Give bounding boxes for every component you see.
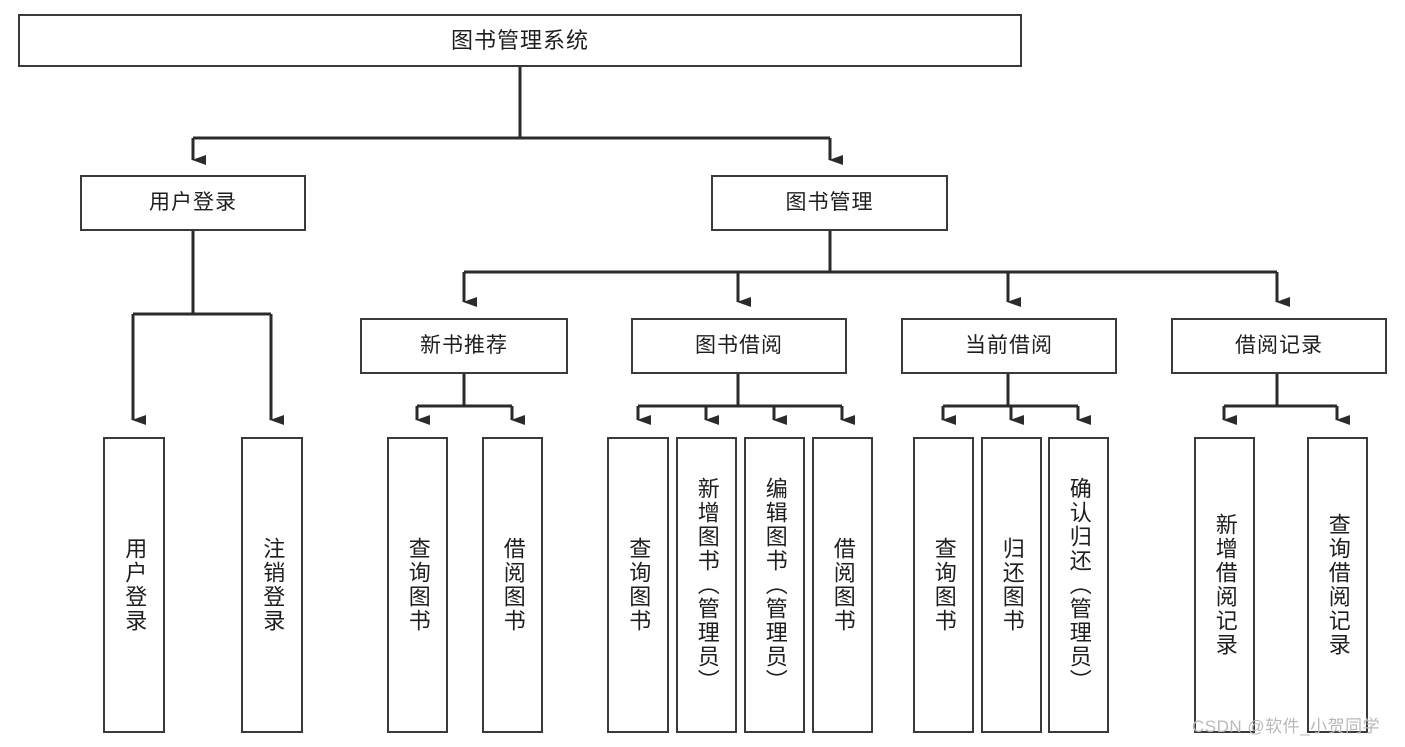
node-label: 图书管理系统	[450, 27, 589, 53]
node-label: 归还图书	[999, 537, 1025, 633]
node-label: 新书推荐	[420, 333, 508, 357]
node-leaf-query-book-3[interactable]: 查询图书	[913, 437, 974, 733]
node-label: 确认归还（管理员）	[1066, 477, 1092, 693]
node-leaf-add-book[interactable]: 新增图书（管理员）	[676, 437, 737, 733]
node-label: 查询借阅记录	[1325, 513, 1351, 657]
node-root-system[interactable]: 图书管理系统	[18, 14, 1022, 67]
node-label: 查询图书	[931, 537, 957, 633]
node-leaf-edit-book[interactable]: 编辑图书（管理员）	[744, 437, 805, 733]
node-borrow-record[interactable]: 借阅记录	[1171, 318, 1387, 374]
node-book-management[interactable]: 图书管理	[711, 175, 948, 231]
node-leaf-borrow-book-1[interactable]: 借阅图书	[482, 437, 543, 733]
node-leaf-logout[interactable]: 注销登录	[241, 437, 303, 733]
node-label: 注销登录	[260, 537, 286, 633]
node-label: 借阅图书	[500, 537, 526, 633]
node-book-borrow[interactable]: 图书借阅	[631, 318, 847, 374]
node-label: 用户登录	[122, 537, 148, 633]
node-label: 当前借阅	[965, 333, 1053, 357]
node-label: 新增图书（管理员）	[694, 477, 720, 693]
node-leaf-query-book-1[interactable]: 查询图书	[387, 437, 448, 733]
node-leaf-user-login[interactable]: 用户登录	[103, 437, 165, 733]
node-label: 编辑图书（管理员）	[762, 477, 788, 693]
node-label: 查询图书	[405, 537, 431, 633]
node-label: 借阅记录	[1235, 333, 1323, 357]
node-label: 图书借阅	[695, 333, 783, 357]
node-label: 借阅图书	[830, 537, 856, 633]
node-label: 查询图书	[626, 537, 652, 633]
node-user-login[interactable]: 用户登录	[80, 175, 306, 231]
node-leaf-query-book-2[interactable]: 查询图书	[607, 437, 669, 733]
node-leaf-confirm-return[interactable]: 确认归还（管理员）	[1048, 437, 1109, 733]
node-label: 图书管理	[785, 190, 874, 214]
node-label: 新增借阅记录	[1212, 513, 1238, 657]
node-leaf-query-record[interactable]: 查询借阅记录	[1307, 437, 1368, 733]
node-leaf-return-book[interactable]: 归还图书	[981, 437, 1042, 733]
node-leaf-add-record[interactable]: 新增借阅记录	[1194, 437, 1255, 733]
node-label: 用户登录	[149, 190, 237, 214]
node-leaf-borrow-book-2[interactable]: 借阅图书	[812, 437, 873, 733]
node-current-borrow[interactable]: 当前借阅	[901, 318, 1117, 374]
node-new-book-recommend[interactable]: 新书推荐	[360, 318, 568, 374]
